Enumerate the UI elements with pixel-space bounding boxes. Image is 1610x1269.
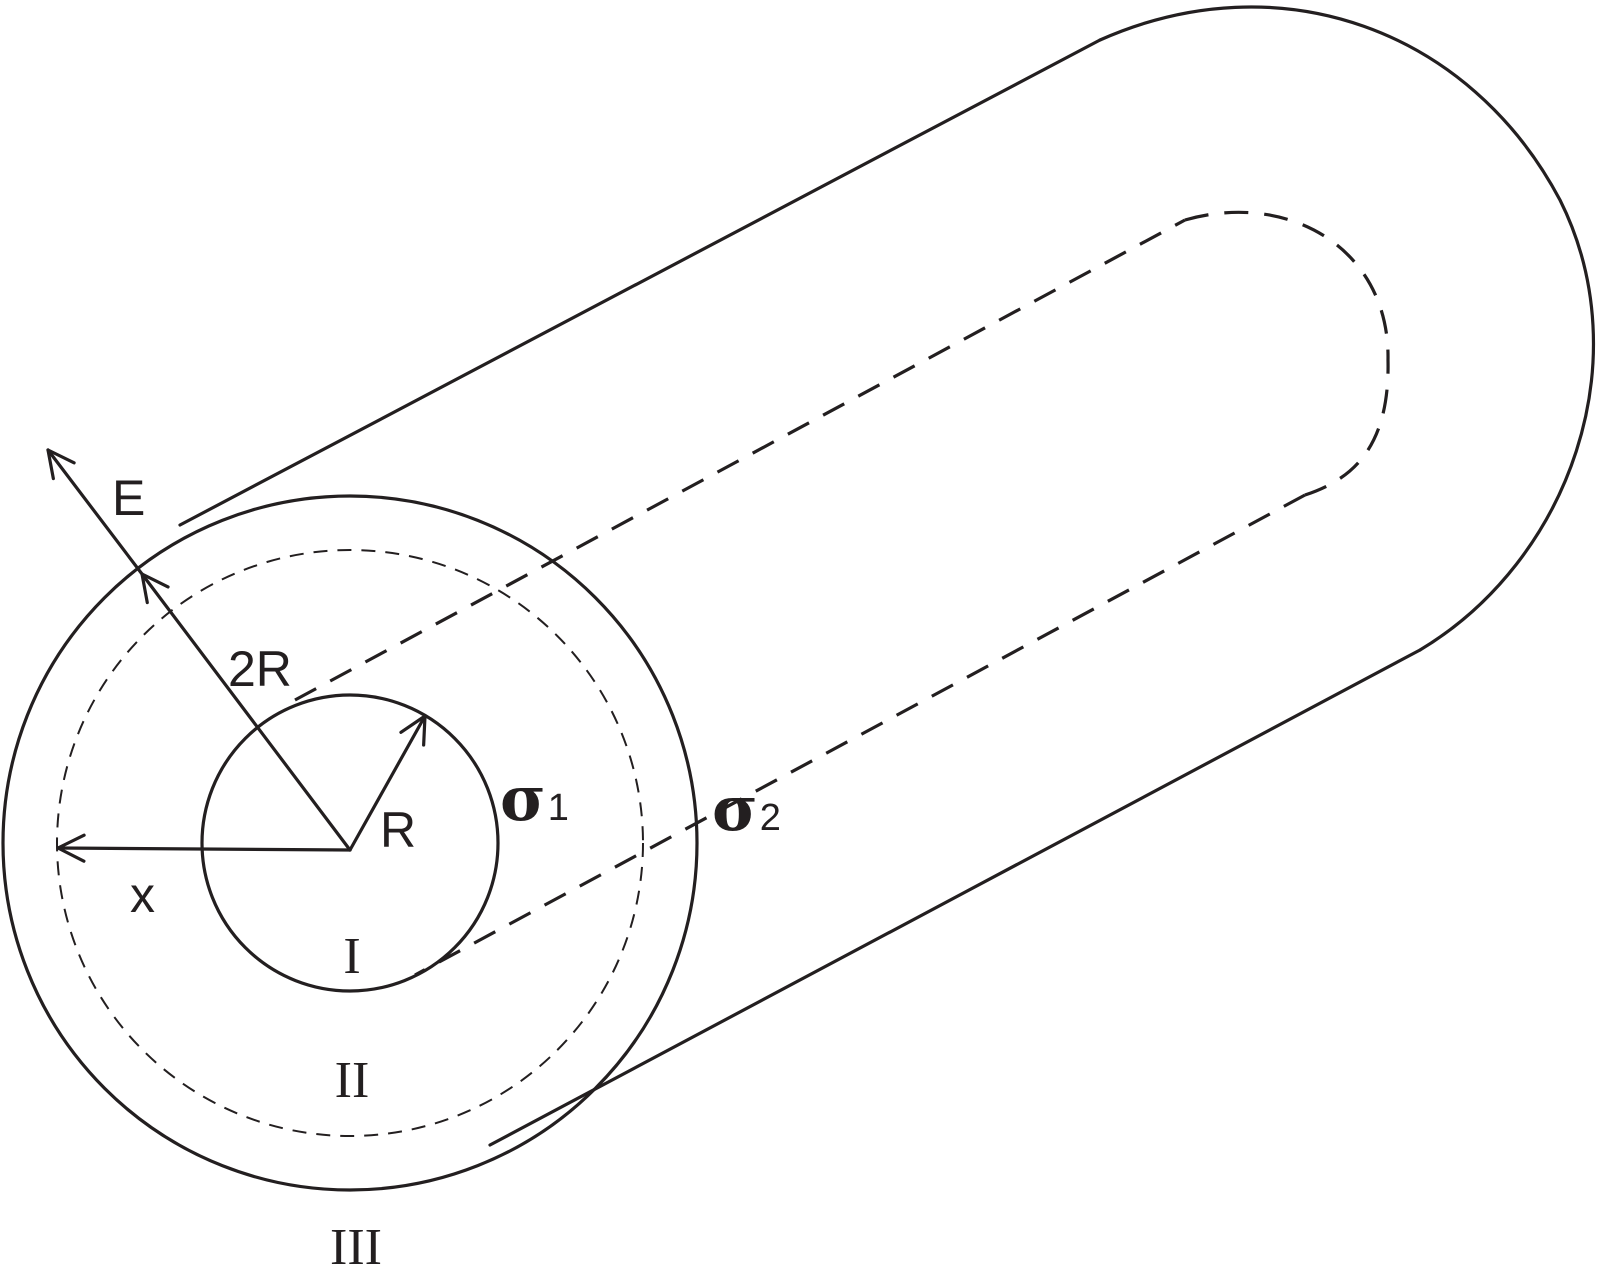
diagram-labels: E 2R R x σ1 σ2 I II III	[112, 470, 781, 1269]
label-region-3: III	[330, 1219, 382, 1269]
inner-cylinder-front-face	[200, 693, 500, 993]
inner-cylinder-back-end	[1184, 210, 1390, 497]
two-r-arrow	[140, 572, 352, 852]
vector-arrows	[46, 448, 427, 863]
outer-cylinder	[1, 5, 1596, 1192]
label-e: E	[112, 470, 145, 526]
sigma1-symbol: σ	[500, 762, 546, 835]
sigma2-symbol: σ	[712, 772, 758, 845]
label-region-2: II	[335, 1052, 370, 1109]
outer-cylinder-front-face	[1, 494, 699, 1192]
inner-cylinder-bottom-edge	[414, 493, 1306, 977]
outer-cylinder-back-end	[1098, 5, 1596, 652]
x-arrow	[56, 833, 352, 863]
label-sigma1: σ1	[500, 762, 569, 835]
e-field-arrow	[46, 448, 144, 576]
label-x: x	[130, 867, 155, 923]
sigma1-subscript: 1	[548, 787, 569, 829]
r-arrow	[348, 714, 427, 852]
inner-cylinder	[200, 210, 1390, 993]
sigma2-subscript: 2	[760, 797, 781, 839]
label-2r: 2R	[228, 641, 292, 697]
label-region-1: I	[343, 928, 360, 985]
inner-cylinder-top-edge	[294, 218, 1186, 702]
gaussian-surface	[56, 549, 644, 1137]
label-r: R	[380, 802, 416, 858]
outer-cylinder-bottom-edge	[488, 648, 1422, 1147]
outer-cylinder-top-edge	[178, 38, 1102, 527]
label-sigma2: σ2	[712, 772, 781, 845]
